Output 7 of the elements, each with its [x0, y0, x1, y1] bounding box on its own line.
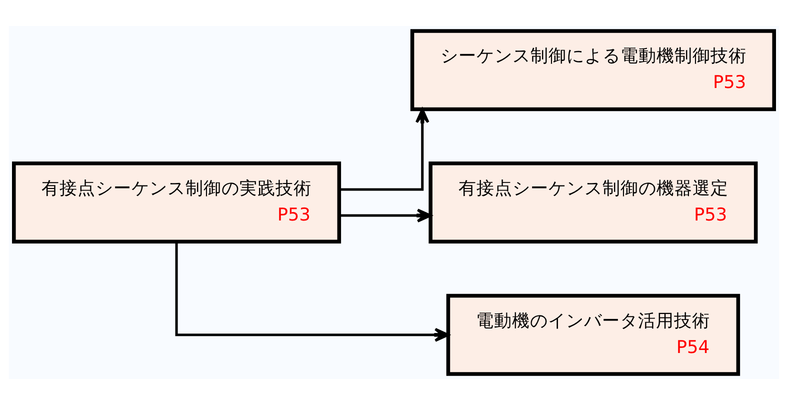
arrow: [175, 242, 450, 342]
node-box: 有接点シーケンス制御の実践技術 P53: [12, 162, 342, 244]
node-box: 有接点シーケンス制御の機器選定 P53: [428, 162, 758, 244]
arrow: [339, 208, 432, 222]
node-box: 電動機のインバータ活用技術 P54: [446, 294, 740, 376]
node-box: シーケンス制御による電動機制御技術 P53: [410, 29, 776, 112]
arrow: [339, 108, 430, 191]
